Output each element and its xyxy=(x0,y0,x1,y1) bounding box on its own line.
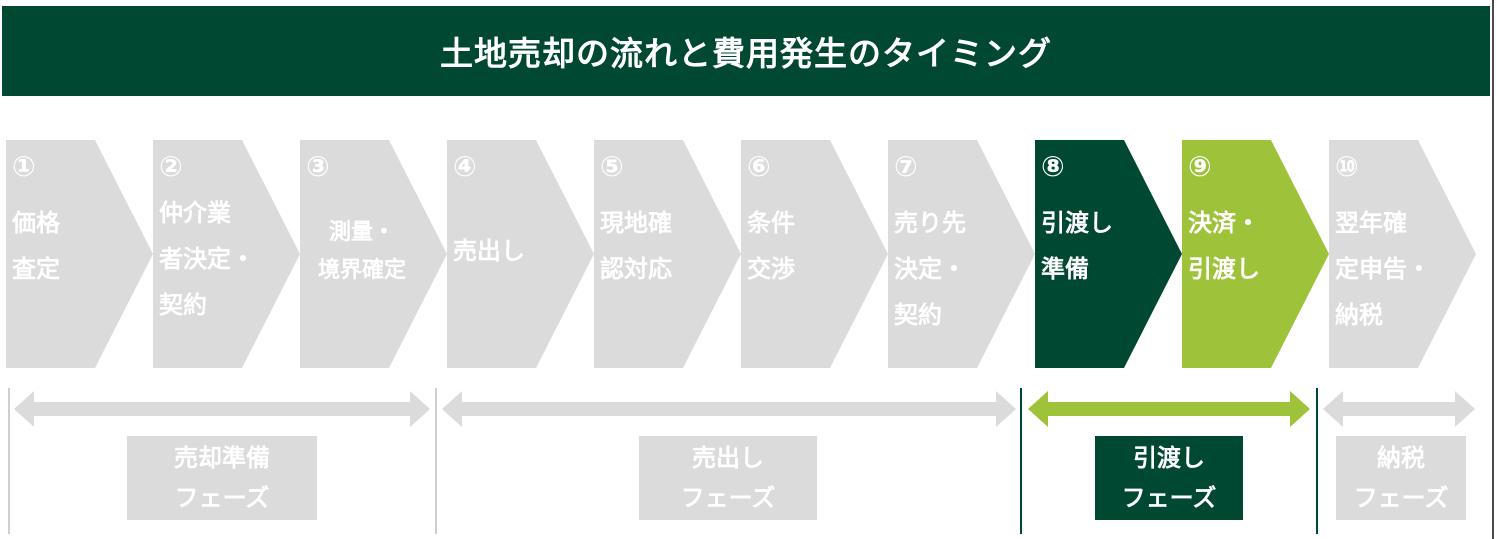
step-7-buyer-contract: ⑦ 売り先 決定・ 契約 xyxy=(888,140,1035,368)
step-5-site-visits: ⑤ 現地確 認対応 xyxy=(594,140,741,368)
phase-label-line: フェーズ xyxy=(174,484,270,512)
phase-label-handover: 引渡し フェーズ xyxy=(1095,436,1243,520)
step-4-listing: ④ 売出し xyxy=(447,140,594,368)
step-2-broker-contract: ② 仲介業 者決定・ 契約 xyxy=(153,140,300,368)
phase-label-line: フェーズ xyxy=(1353,484,1449,512)
step-9-settlement-handover: ⑨ 決済・ 引渡し xyxy=(1182,140,1329,368)
step-number: ⑤ xyxy=(600,150,624,183)
step-label-line: 認対応 xyxy=(600,255,672,283)
step-number: ⑥ xyxy=(747,150,771,183)
phase-label-tax: 納税 フェーズ xyxy=(1336,436,1466,520)
step-3-survey-boundary: ③ 測量・ 境界確定 xyxy=(300,140,447,368)
step-label-line: 境界確定 xyxy=(317,258,406,283)
step-label-line: 決済・ xyxy=(1188,209,1260,237)
step-number: ③ xyxy=(306,150,330,183)
phase-label-line: 引渡し xyxy=(1133,444,1205,472)
page-title: 土地売却の流れと費用発生のタイミング xyxy=(440,34,1052,73)
step-label-line: 売出し xyxy=(453,237,525,265)
step-10-tax-filing: ⑩ 翌年確 定申告・ 納税 xyxy=(1329,140,1476,368)
step-number: ⑩ xyxy=(1335,150,1359,183)
step-number: ⑧ xyxy=(1041,150,1065,183)
phase-label-line: 納税 xyxy=(1377,444,1425,472)
phase-separator xyxy=(435,388,437,534)
step-label-line: 引渡し xyxy=(1041,209,1113,237)
step-label-line: 契約 xyxy=(159,291,207,319)
phase-label-preparation: 売却準備 フェーズ xyxy=(127,436,317,520)
phase-label-line: 売出し xyxy=(692,444,764,472)
step-label-line: 条件 xyxy=(747,209,795,237)
right-edge-rule xyxy=(1492,0,1494,539)
step-label-line: 定申告・ xyxy=(1335,255,1431,283)
phase-label-listing: 売出し フェーズ xyxy=(639,436,817,520)
step-label-line: 納税 xyxy=(1335,301,1383,329)
step-1-valuation: ① 価格 査定 xyxy=(6,140,153,368)
step-label-line: 価格 xyxy=(12,209,60,237)
phase-span-arrow xyxy=(1028,391,1310,427)
phase-span-arrow xyxy=(14,391,430,427)
title-bar: 土地売却の流れと費用発生のタイミング xyxy=(2,6,1490,96)
step-label-line: 査定 xyxy=(12,255,60,283)
phase-separator xyxy=(1316,388,1318,534)
step-label-line: 準備 xyxy=(1041,255,1089,283)
step-number: ④ xyxy=(453,150,477,183)
step-label-line: 翌年確 xyxy=(1335,209,1407,237)
step-label-line: 測量・ xyxy=(328,220,395,245)
step-label-line: 現地確 xyxy=(600,209,672,237)
step-label-line: 仲介業 xyxy=(159,199,231,227)
phase-span-arrow xyxy=(1323,391,1475,427)
step-label-line: 売り先 xyxy=(894,209,966,237)
phase-span-arrow xyxy=(442,391,1016,427)
step-number: ⑨ xyxy=(1188,150,1212,183)
phase-separator xyxy=(8,388,10,534)
step-label-line: 者決定・ xyxy=(159,245,255,273)
step-label-line: 引渡し xyxy=(1188,255,1260,283)
step-8-handover-prep: ⑧ 引渡し 準備 xyxy=(1035,140,1182,368)
phase-separator xyxy=(1020,388,1022,534)
step-label-line: 決定・ xyxy=(894,255,966,283)
phase-label-line: 売却準備 xyxy=(174,444,270,472)
step-number: ① xyxy=(12,150,36,183)
step-6-negotiation: ⑥ 条件 交渉 xyxy=(741,140,888,368)
step-label-line: 契約 xyxy=(894,301,942,329)
phase-label-line: フェーズ xyxy=(1121,484,1217,512)
step-number: ⑦ xyxy=(894,150,918,183)
step-number: ② xyxy=(159,150,183,183)
step-label-line: 交渉 xyxy=(747,255,795,283)
phase-label-line: フェーズ xyxy=(680,484,776,512)
